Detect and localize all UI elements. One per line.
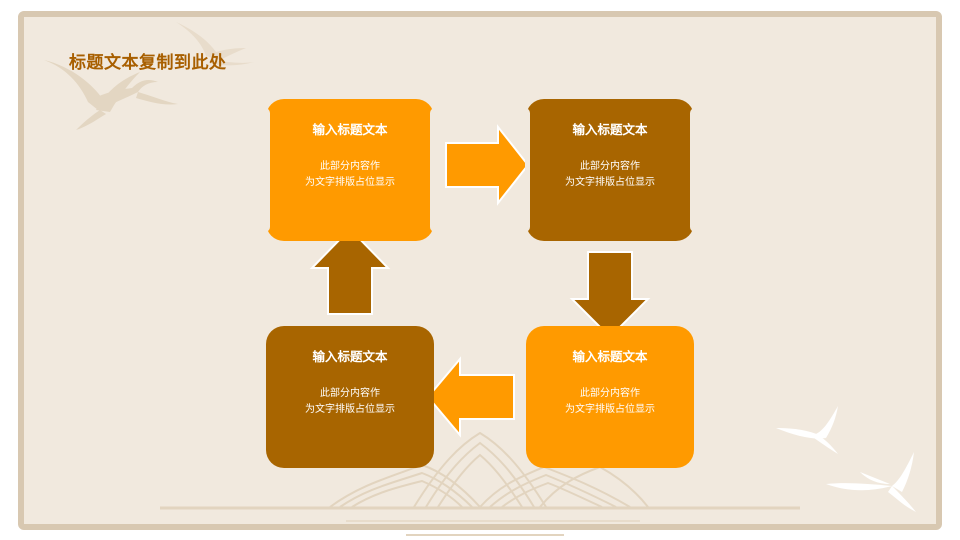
crane-icon [776, 406, 916, 512]
cycle-box-top-right: 输入标题文本 此部分内容作 为文字排版占位显示 [525, 99, 695, 241]
box-desc-line: 此部分内容作 [580, 161, 640, 172]
box-desc-line: 此部分内容作 [580, 388, 640, 399]
box-title: 输入标题文本 [312, 349, 388, 364]
box-title: 输入标题文本 [572, 349, 648, 364]
cycle-box-top-left: 输入标题文本 此部分内容作 为文字排版占位显示 [265, 99, 435, 241]
box-desc-line: 为文字排版占位显示 [565, 177, 655, 188]
box-description: 此部分内容作 为文字排版占位显示 [266, 386, 434, 418]
box-desc-line: 此部分内容作 [320, 388, 380, 399]
box-desc-line: 此部分内容作 [320, 161, 380, 172]
box-title: 输入标题文本 [312, 122, 388, 137]
box-desc-line: 为文字排版占位显示 [305, 177, 395, 188]
box-desc-line: 为文字排版占位显示 [565, 404, 655, 415]
arrow-left-icon [426, 356, 515, 438]
box-description: 此部分内容作 为文字排版占位显示 [526, 386, 694, 418]
cycle-box-bottom-left: 输入标题文本 此部分内容作 为文字排版占位显示 [266, 326, 434, 468]
cycle-box-bottom-right: 输入标题文本 此部分内容作 为文字排版占位显示 [526, 326, 694, 468]
box-title: 输入标题文本 [572, 122, 648, 137]
arrow-right-icon [445, 124, 530, 206]
crane-icon [44, 22, 254, 130]
box-description: 此部分内容作 为文字排版占位显示 [266, 159, 434, 191]
arrow-up-icon [309, 227, 391, 315]
box-description: 此部分内容作 为文字排版占位显示 [526, 159, 694, 191]
arrow-down-icon [569, 251, 651, 339]
box-desc-line: 为文字排版占位显示 [305, 404, 395, 415]
page-title: 标题文本复制到此处 [69, 53, 227, 73]
